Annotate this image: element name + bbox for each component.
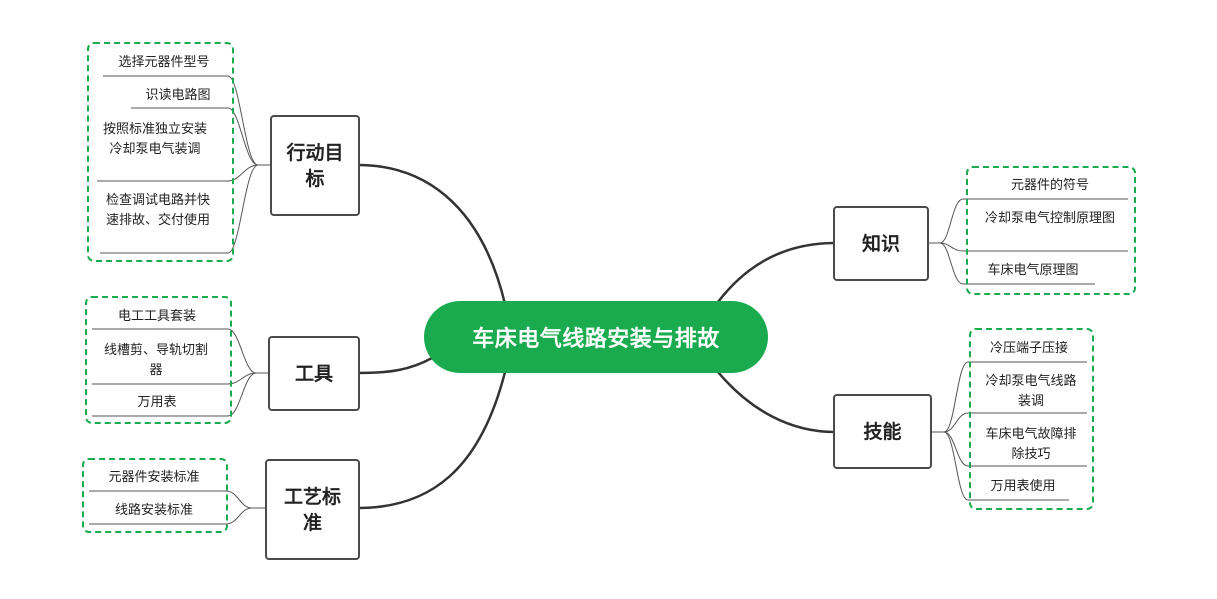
leaf-goals-3[interactable]: 按照标准独立安装冷却泵电气装调 — [102, 122, 207, 157]
leaf-standards-1[interactable]: 元器件安装标准 — [108, 470, 200, 485]
connector-tools — [357, 356, 433, 375]
leaf-skills-1[interactable]: 冷压端子压接 — [989, 341, 1068, 356]
leaf-standards-2[interactable]: 线路安装标准 — [114, 503, 193, 518]
leaf-group-knowledge — [966, 166, 1136, 295]
branch-knowledge[interactable]: 知识 — [833, 206, 929, 281]
leaf-tools-3[interactable]: 万用表 — [137, 395, 177, 410]
leaf-group-tools — [85, 296, 232, 424]
central-topic[interactable]: 车床电气线路安装与排故 — [424, 301, 768, 373]
leaf-group-skills — [969, 328, 1094, 510]
leaf-goals-4[interactable]: 检查调试电路并快速排故、交付使用 — [105, 193, 210, 228]
leaf-skills-4[interactable]: 万用表使用 — [990, 479, 1056, 494]
leaf-group-goals — [87, 42, 234, 262]
branch-goals[interactable]: 行动目标 — [270, 115, 360, 216]
leaf-tools-1[interactable]: 电工工具套装 — [117, 309, 196, 324]
leaf-group-standards — [82, 458, 228, 533]
leaf-skills-2[interactable]: 冷却泵电气线路装调 — [985, 374, 1077, 409]
connector-standards — [357, 371, 507, 510]
leaf-knowledge-1[interactable]: 元器件的符号 — [1010, 178, 1089, 193]
leaf-goals-2[interactable]: 识读电路图 — [145, 88, 211, 103]
connector-knowledge — [717, 241, 836, 303]
branch-tools[interactable]: 工具 — [268, 336, 360, 411]
branch-standards[interactable]: 工艺标准 — [265, 459, 360, 560]
connector-skills — [717, 371, 836, 434]
leaf-goals-1[interactable]: 选择元器件型号 — [118, 55, 210, 70]
leaf-skills-3[interactable]: 车床电气故障排除技巧 — [985, 427, 1077, 462]
leaf-knowledge-3[interactable]: 车床电气原理图 — [987, 263, 1079, 278]
leaf-knowledge-2[interactable]: 冷却泵电气控制原理图 — [984, 211, 1115, 226]
connector-goals — [357, 163, 507, 305]
leaf-tools-2[interactable]: 线槽剪、导轨切割器 — [103, 343, 208, 378]
branch-skills[interactable]: 技能 — [833, 394, 932, 469]
